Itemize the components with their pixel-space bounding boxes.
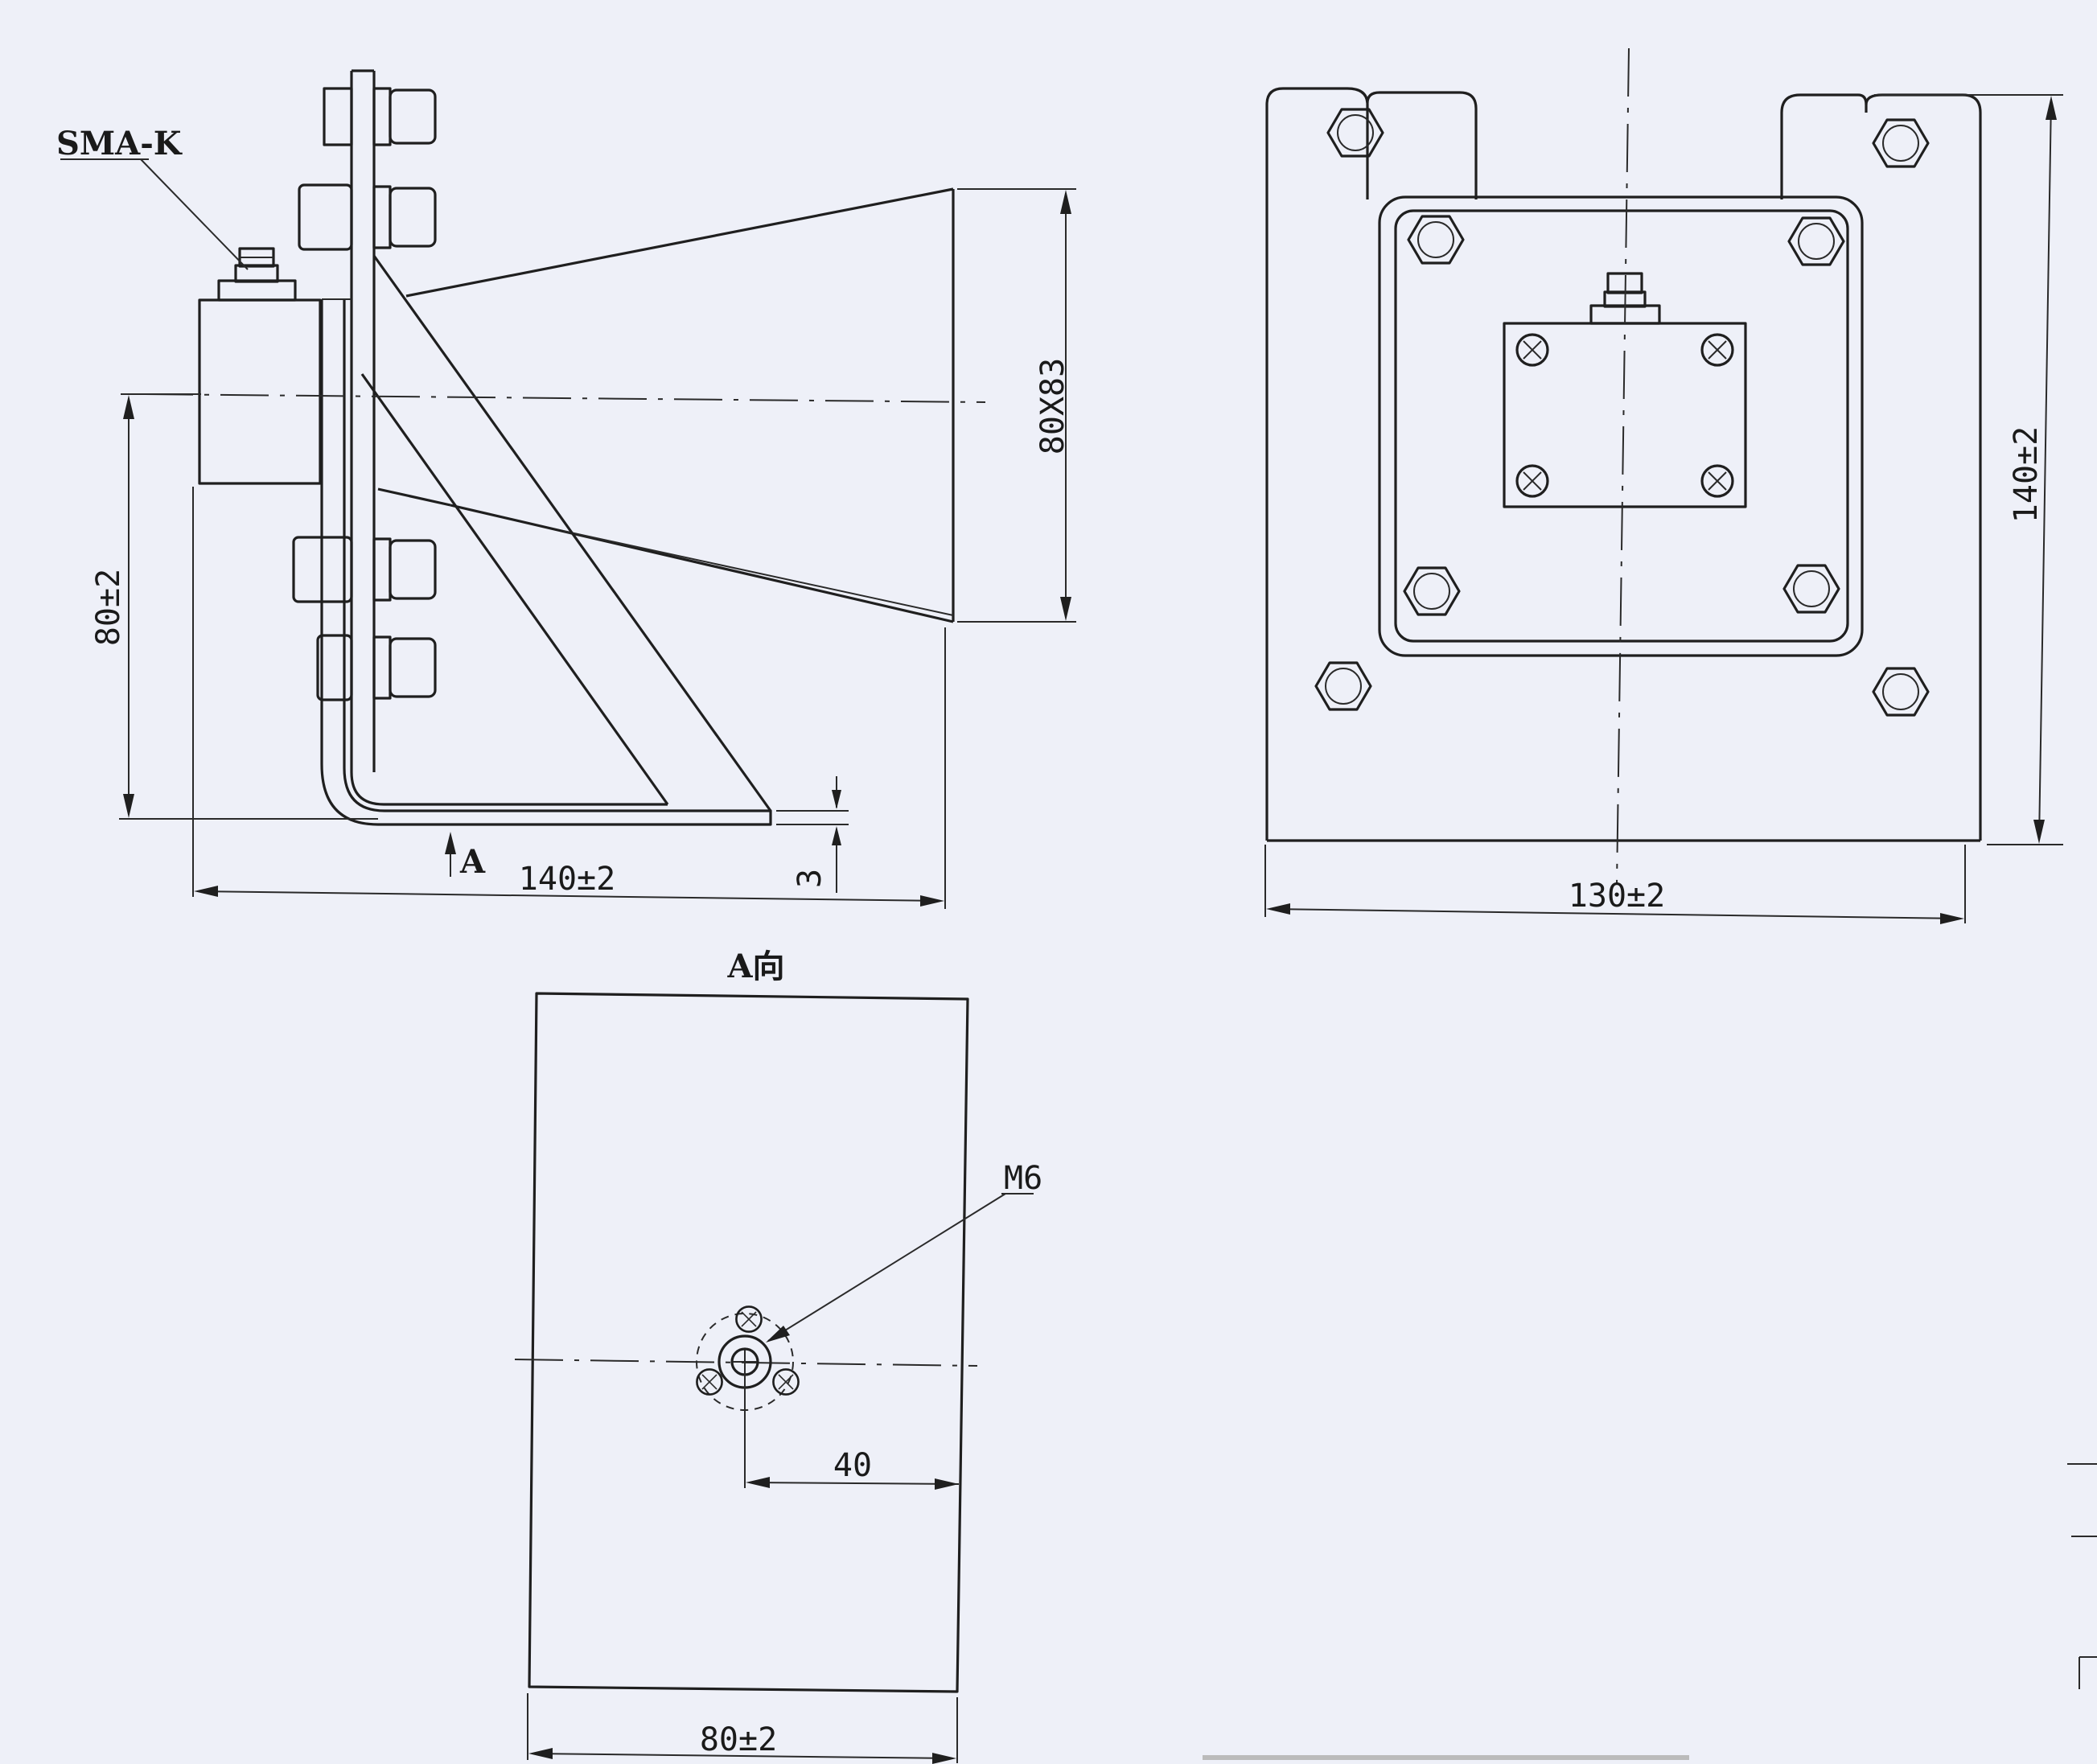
dim-thickness-text: 3	[792, 869, 829, 888]
side-center-line	[144, 393, 986, 403]
waveguide-block	[198, 298, 322, 485]
view-a-arrow: A	[445, 832, 486, 881]
side-view: SMA-K 80X83 80±2 A	[56, 69, 1076, 909]
bottom-plate	[528, 992, 969, 1693]
front-bracket	[1265, 87, 1982, 842]
front-hex-bolts	[1314, 108, 1930, 717]
front-view: 130±2 140±2	[1264, 47, 2063, 924]
view-a-marker: A	[459, 843, 486, 881]
dim-side-width: 140±2	[192, 487, 946, 909]
dim-front-width-text: 130±2	[1569, 878, 1665, 915]
gusset	[360, 255, 772, 812]
dim-front-width: 130±2	[1264, 845, 1966, 924]
view-a-title: A向	[726, 948, 784, 985]
dim-offset-text: 40	[833, 1447, 872, 1484]
dim-side-width-text: 140±2	[519, 861, 615, 898]
front-center-line	[1616, 47, 1630, 886]
mounting-bracket	[320, 69, 772, 826]
dim-bottom-width: 80±2	[527, 1693, 958, 1764]
dim-aperture: 80X83	[957, 188, 1076, 623]
horn-body	[377, 187, 955, 623]
dim-side-height-text: 80±2	[90, 569, 127, 646]
sma-connector	[217, 247, 297, 302]
plate-bolts	[292, 87, 437, 701]
dim-bottom-width-text: 80±2	[700, 1721, 777, 1758]
bottom-view: A向 M6 40	[514, 948, 1042, 1764]
sma-label: SMA-K	[56, 125, 183, 162]
dim-side-height: 80±2	[90, 393, 378, 820]
dim-front-height-text: 140±2	[2008, 426, 2045, 523]
m6-label: M6	[1004, 1160, 1042, 1197]
dim-aperture-text: 80X83	[1034, 358, 1071, 454]
dim-thickness: 3	[776, 776, 849, 893]
bottom-connector	[696, 1306, 800, 1411]
scan-artifacts	[1203, 1463, 2097, 1760]
m6-callout: M6	[766, 1160, 1042, 1343]
dim-offset: 40	[744, 1367, 960, 1490]
dim-front-height: 140±2	[1874, 94, 2063, 845]
